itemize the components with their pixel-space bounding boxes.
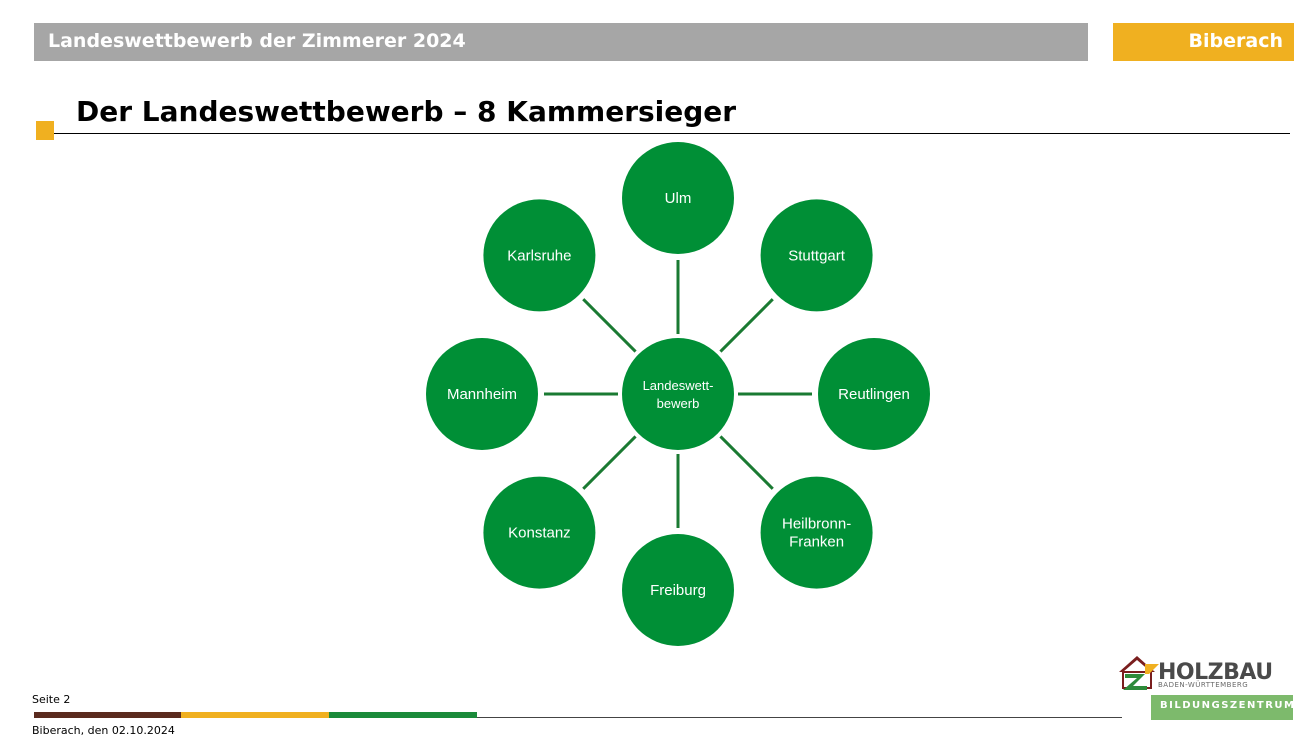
chamber-node-label: Stuttgart [788,247,846,264]
title-underline [54,133,1290,134]
logo-bar-text: BILDUNGSZENTRUM [1160,700,1296,711]
header-title: Landeswettbewerb der Zimmerer 2024 [48,30,466,52]
connector-line [719,298,774,353]
chamber-node-label: Karlsruhe [507,247,571,264]
footer-stripe-green [329,712,477,718]
center-node-label: Landeswett-bewerb [643,378,714,411]
chamber-node [483,476,596,589]
title-bullet-icon [36,121,54,140]
chamber-node [622,142,734,254]
header-bar: Landeswettbewerb der Zimmerer 2024 [34,23,1088,61]
chamber-node [622,534,734,646]
chamber-node [760,199,873,312]
footer-stripe-yellow [181,712,329,718]
footer-line [477,717,1122,718]
holzbau-logo: HOLZBAU BADEN-WÜRTTEMBERG BILDUNGSZENTRU… [1115,652,1295,722]
chamber-node [818,338,930,450]
connector-line [582,298,637,353]
page-number: Seite 2 [32,693,71,706]
chamber-node-label: Heilbronn-Franken [782,516,851,551]
slide-title: Der Landeswettbewerb – 8 Kammersieger [76,95,737,128]
connector-line [719,435,774,490]
house-z-logo-icon [1119,656,1159,690]
header-city: Biberach [1188,30,1283,52]
footer-date: Biberach, den 02.10.2024 [32,724,175,737]
header-city-box: Biberach [1113,23,1294,61]
center-node [622,338,734,450]
chamber-node [760,476,873,589]
logo-subtitle: BADEN-WÜRTTEMBERG [1158,681,1249,689]
logo-bar: BILDUNGSZENTRUM [1151,695,1296,720]
chamber-node-label: Mannheim [447,386,517,403]
chamber-node-label: Reutlingen [838,386,910,403]
logo-name: HOLZBAU [1158,660,1273,685]
chamber-node [426,338,538,450]
connector-line [582,435,637,490]
chamber-node [483,199,596,312]
chamber-node-label: Konstanz [508,525,571,542]
footer-stripe-brown [34,712,181,718]
chamber-node-label: Ulm [665,190,692,207]
chamber-node-label: Freiburg [650,582,706,599]
